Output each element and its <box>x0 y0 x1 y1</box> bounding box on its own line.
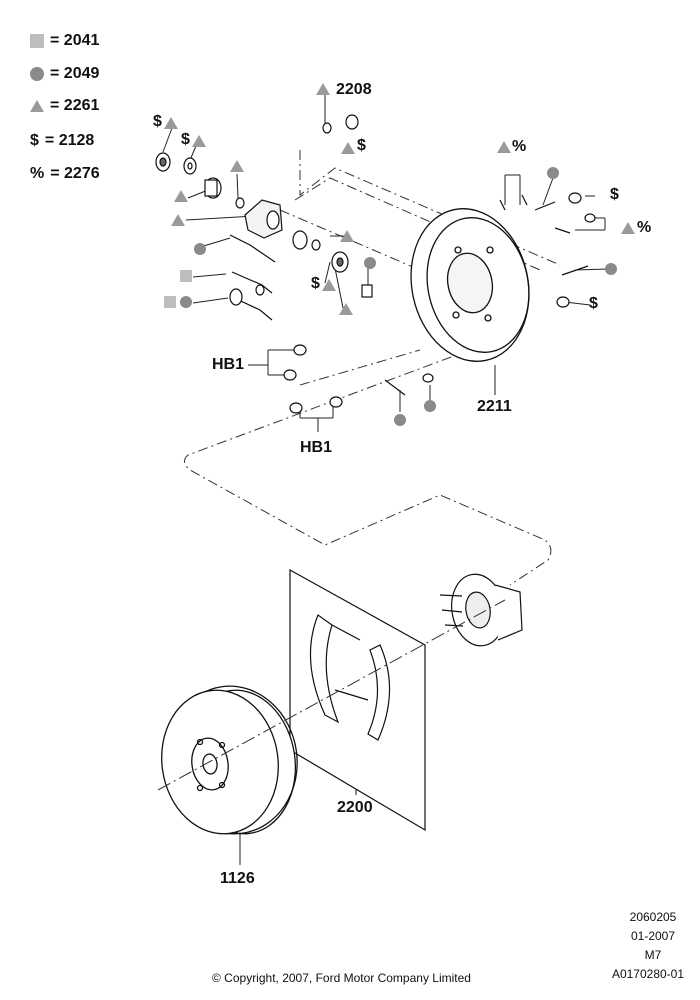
callout-2211: 2211 <box>477 398 512 415</box>
hub-assembly <box>439 573 523 647</box>
legend-label: = 2276 <box>50 165 100 182</box>
legend-row-2041: = 2041 <box>30 30 99 52</box>
symbol-markers <box>164 83 635 426</box>
brake-shoe-kit <box>289 568 426 832</box>
ref-code-2: 01-2007 <box>630 929 676 943</box>
circle-icon <box>30 67 44 81</box>
dollar-mark: $ <box>610 186 619 203</box>
legend-label: = 2041 <box>50 32 100 49</box>
percent-icon: % <box>30 165 45 182</box>
percent-mark: % <box>637 219 652 236</box>
legend-row-2049: = 2049 <box>30 63 99 85</box>
percent-mark: % <box>512 138 527 155</box>
callout-hb1-upper: HB1 <box>212 356 245 373</box>
ref-code-4: A0170280-01 <box>611 967 685 981</box>
backing-plate <box>410 208 530 362</box>
legend-row-2276: % = 2276 <box>30 163 100 185</box>
dollar-mark: $ <box>311 275 320 292</box>
triangle-icon <box>30 100 44 112</box>
callout-2208: 2208 <box>336 81 372 98</box>
hardware-group <box>155 114 596 414</box>
dollar-mark: $ <box>357 137 366 154</box>
dollar-mark: $ <box>153 113 162 130</box>
ref-code-1: 2060205 <box>629 910 677 924</box>
legend-label: = 2261 <box>50 97 100 114</box>
callout-2200: 2200 <box>337 799 373 816</box>
dollar-icon: $ <box>30 132 39 149</box>
axis-line <box>157 599 506 791</box>
brake-drum <box>161 685 298 835</box>
legend-row-2261: = 2261 <box>30 95 99 117</box>
ref-code-3: M7 <box>644 948 662 962</box>
legend-row-2128: $ = 2128 <box>30 130 94 152</box>
legend-label: = 2049 <box>50 65 100 82</box>
dollar-mark: $ <box>181 131 190 148</box>
callout-1126: 1126 <box>220 870 255 887</box>
callout-hb1-lower: HB1 <box>300 439 333 456</box>
dollar-mark: $ <box>589 295 598 312</box>
legend-label: = 2128 <box>44 132 95 149</box>
copyright-notice: © Copyright, 2007, Ford Motor Company Li… <box>212 971 471 985</box>
square-icon <box>30 34 44 48</box>
